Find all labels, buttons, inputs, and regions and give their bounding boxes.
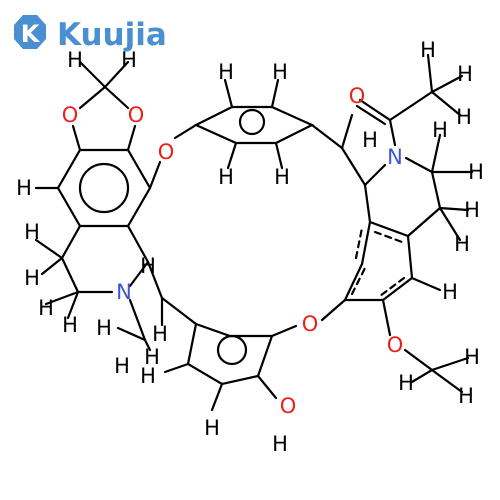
hydrogen-label: H: [140, 254, 156, 278]
watermark-logo: K Kuujia: [14, 15, 167, 53]
oxygen-label: O: [158, 140, 175, 164]
hydrogen-label: H: [152, 322, 168, 346]
hydrogen-label: H: [456, 105, 472, 129]
hydrogen-label: H: [38, 296, 54, 320]
watermark-brand: Kuujia: [57, 17, 167, 53]
bonds: [34, 53, 474, 412]
hydrogen-label: H: [464, 345, 480, 369]
hydrogen-label: H: [114, 354, 130, 378]
hydrogen-label: H: [454, 232, 470, 256]
hydrogen-label: H: [62, 313, 78, 337]
hydrogen-label: H: [204, 416, 220, 440]
hydrogen-label: H: [362, 128, 378, 152]
hydrogen-label: H: [272, 60, 288, 84]
logo-glyph: K: [21, 20, 41, 48]
hydrogen-label: H: [140, 364, 156, 388]
oxygen-label: O: [280, 394, 297, 418]
nitrogen-label: N: [116, 280, 132, 304]
hydrogen-label: H: [121, 48, 137, 72]
oxygen-label: O: [302, 312, 319, 336]
hydrogen-label: H: [458, 384, 474, 408]
hydrogen-label: H: [144, 345, 160, 369]
hydrogen-label: H: [218, 60, 234, 84]
hydrogen-label: H: [398, 371, 414, 395]
nitrogen-label: N: [387, 145, 403, 169]
hydrogen-label: H: [432, 118, 448, 142]
atom-labels: O O O O O O O N N H H H H H H H H H H H …: [16, 38, 484, 456]
hydrogen-label: H: [464, 198, 480, 222]
oxygen-label: O: [128, 103, 145, 127]
hydrogen-label: H: [96, 316, 112, 340]
hydrogen-label: H: [16, 176, 32, 200]
hydrogen-label: H: [218, 165, 234, 189]
oxygen-label: O: [387, 333, 404, 357]
hydrogen-label: H: [24, 266, 40, 290]
hydrogen-label: H: [272, 432, 288, 456]
hydrogen-label: H: [442, 280, 458, 304]
hydrogen-label: H: [457, 62, 473, 86]
hydrogen-label: H: [468, 160, 484, 184]
hydrogen-label: H: [274, 165, 290, 189]
hydrogen-label: H: [24, 220, 40, 244]
hydrogen-label: H: [420, 38, 436, 62]
hexagon-icon: [14, 15, 46, 49]
hydrogen-label: H: [67, 48, 83, 72]
oxygen-label: O: [62, 103, 79, 127]
oxygen-label: O: [349, 84, 366, 108]
